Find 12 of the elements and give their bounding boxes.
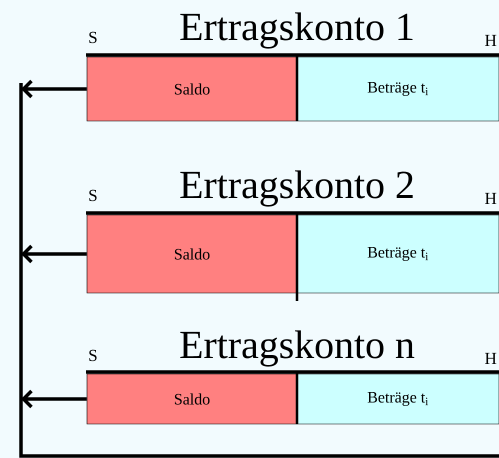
arrow	[21, 80, 87, 98]
arrow	[21, 244, 87, 264]
account-heading: Ertragskonto n	[180, 330, 414, 367]
amounts-box: Beträge t$_{i}$	[296, 56, 499, 122]
account-heading: Ertragskonto 1	[180, 12, 412, 49]
saldo-box: Saldo	[86, 374, 298, 424]
amounts-box: Beträge t$_{i}$	[296, 374, 499, 424]
saldo-box: Saldo	[86, 214, 298, 294]
amounts-box: Beträge t$_{i}$	[296, 214, 499, 294]
saldo-box: Saldo	[86, 56, 298, 122]
arrow	[21, 390, 87, 408]
account-heading: Ertragskonto 2	[180, 170, 413, 207]
